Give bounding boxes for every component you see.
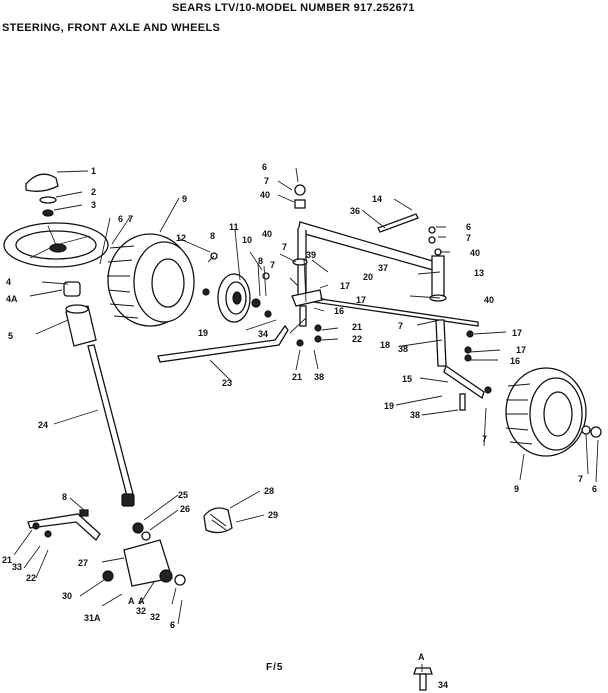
left-front-tire <box>107 233 195 327</box>
callout-labels: 1 2 3 4 4A 5 6 7 9 12 8 11 10 8 7 19 23 … <box>2 162 597 690</box>
callout-19: 19 <box>198 328 208 338</box>
callout-34: 34 <box>258 329 268 339</box>
callout-17: 17 <box>340 281 350 291</box>
diagram-title: SEARS LTV/10-MODEL NUMBER 917.252671 <box>172 2 415 14</box>
callout-4a: 4A <box>6 294 18 304</box>
steering-gear-assembly <box>102 522 186 587</box>
steering-adapter <box>63 281 81 297</box>
callout-6: 6 <box>118 214 123 224</box>
callout-8c: 8 <box>62 492 67 502</box>
steering-arm <box>291 289 323 307</box>
fittings <box>292 184 492 411</box>
callout-6b: 6 <box>262 162 267 172</box>
callout-8b: 8 <box>258 256 263 266</box>
callout-7b: 7 <box>270 260 275 270</box>
callout-13: 13 <box>474 268 484 278</box>
callout-22: 22 <box>352 334 362 344</box>
callout-4: 4 <box>6 277 11 287</box>
callout-29: 29 <box>268 510 278 520</box>
callout-17d: 17 <box>516 345 526 355</box>
callout-26: 26 <box>180 504 190 514</box>
callout-5: 5 <box>8 331 13 341</box>
callout-7: 7 <box>128 214 133 224</box>
callout-25: 25 <box>178 490 188 500</box>
callout-7g: 7 <box>482 434 487 444</box>
callout-40c: 40 <box>470 248 480 258</box>
callout-6e: 6 <box>170 620 175 630</box>
callout-18: 18 <box>380 340 390 350</box>
callout-a1: A <box>128 596 135 606</box>
callout-20: 20 <box>363 272 373 282</box>
reference-bolt <box>413 667 433 691</box>
callout-21: 21 <box>292 372 302 382</box>
steering-column-sleeve <box>65 304 97 347</box>
callout-6d: 6 <box>592 484 597 494</box>
callout-21b: 21 <box>352 322 362 332</box>
callout-3: 3 <box>91 200 96 210</box>
callout-14: 14 <box>372 194 382 204</box>
callout-16: 16 <box>334 306 344 316</box>
callout-22b: 22 <box>26 573 36 583</box>
callout-30: 30 <box>62 591 72 601</box>
pitman-arm <box>27 509 101 541</box>
gear-segment <box>203 507 233 534</box>
callout-23: 23 <box>222 378 232 388</box>
callout-a3: A <box>418 652 425 662</box>
callout-27: 27 <box>78 558 88 568</box>
steering-wheel <box>3 222 109 268</box>
diagram-subtitle: STEERING, FRONT AXLE AND WHEELS <box>2 22 221 34</box>
right-front-tire <box>505 367 602 457</box>
callout-7f: 7 <box>398 321 403 331</box>
callout-38c: 38 <box>410 410 420 420</box>
drag-link <box>157 324 289 363</box>
callout-21c: 21 <box>2 555 12 565</box>
callout-11: 11 <box>229 222 239 232</box>
page-number: F/5 <box>266 662 284 673</box>
tie-rod <box>299 295 479 327</box>
callout-9: 9 <box>182 194 187 204</box>
callout-2: 2 <box>91 187 96 197</box>
callout-39: 39 <box>306 250 316 260</box>
callout-7d: 7 <box>264 176 269 186</box>
callout-38: 38 <box>314 372 324 382</box>
callout-7c: 7 <box>282 242 287 252</box>
spindle <box>429 255 485 400</box>
callout-24: 24 <box>38 420 48 430</box>
leader-lines <box>13 167 599 672</box>
callout-40b: 40 <box>260 190 270 200</box>
callout-10: 10 <box>242 235 252 245</box>
steering-wheel-cap <box>25 173 59 192</box>
callout-a2: A <box>138 596 145 606</box>
callout-36: 36 <box>350 206 360 216</box>
callout-17c: 17 <box>512 328 522 338</box>
callout-15: 15 <box>402 374 412 384</box>
callout-6c: 6 <box>466 222 471 232</box>
callout-19b: 19 <box>384 401 394 411</box>
callout-8: 8 <box>210 231 215 241</box>
callout-16b: 16 <box>510 356 520 366</box>
callout-35: 34 <box>438 680 448 690</box>
callout-37: 37 <box>378 263 388 273</box>
callout-7e: 7 <box>466 233 471 243</box>
callout-40: 40 <box>262 229 272 239</box>
callout-31a: 31A <box>84 613 101 623</box>
callout-7h: 7 <box>578 474 583 484</box>
callout-32: 32 <box>136 606 146 616</box>
callout-17b: 17 <box>356 295 366 305</box>
callout-9b: 9 <box>514 484 519 494</box>
callout-12: 12 <box>176 233 186 243</box>
callout-38b: 38 <box>398 344 408 354</box>
callout-33: 33 <box>12 562 22 572</box>
callout-40d: 40 <box>484 295 494 305</box>
callout-32b: 32 <box>150 612 160 622</box>
callout-1: 1 <box>91 166 96 176</box>
callout-28: 28 <box>264 486 274 496</box>
axle-pin <box>377 213 419 233</box>
wheel-hub <box>217 273 251 323</box>
steering-shaft <box>87 344 135 507</box>
washer-part <box>39 196 57 217</box>
bearing-parts <box>202 252 272 318</box>
